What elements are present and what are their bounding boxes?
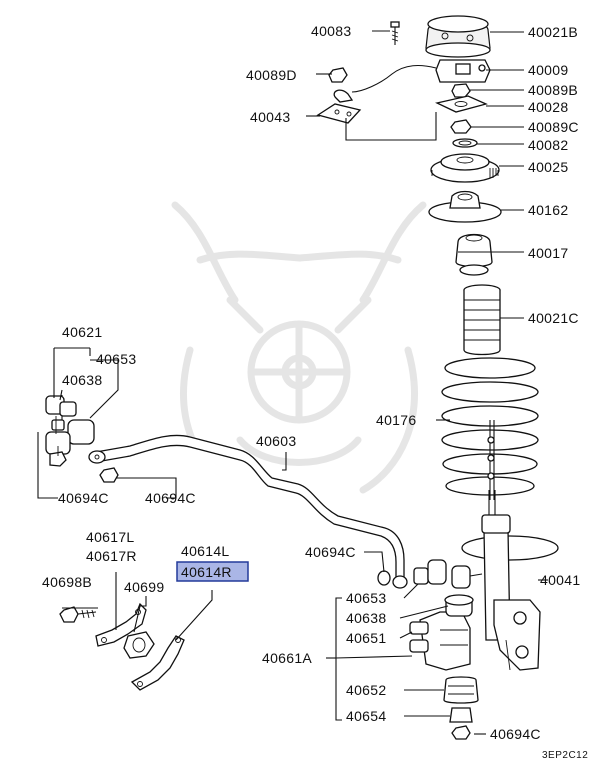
label-40621[interactable]: 40621 [62,324,102,340]
label-40638-bot[interactable]: 40638 [346,610,386,626]
coil-spring-40176[interactable] [441,357,539,500]
highlight-40614R [176,561,249,582]
bump-stopper-40017[interactable] [455,233,493,276]
upper-insulator-40009[interactable] [351,59,491,93]
label-40176[interactable]: 40176 [376,412,416,428]
bracket-40614[interactable] [130,635,185,691]
link-set-40661A[interactable] [377,559,483,740]
label-40614L[interactable]: 40614L [181,543,230,559]
label-40651[interactable]: 40651 [346,630,386,646]
nut-40089B[interactable] [451,83,471,98]
part-labels: 40083 40021B 40089D 40009 40089B 40043 4… [42,23,588,761]
label-40699[interactable]: 40699 [124,579,164,595]
label-40043[interactable]: 40043 [250,109,290,125]
spring-seat-40025[interactable] [430,153,500,183]
bracket-40043[interactable] [316,89,362,124]
label-40694C-right[interactable]: 40694C [305,544,356,560]
dust-cap-40021B[interactable] [425,15,491,58]
label-40021B[interactable]: 40021B [528,24,578,40]
label-40652[interactable]: 40652 [346,682,386,698]
label-40028[interactable]: 40028 [528,99,568,115]
bearing-40082[interactable] [452,138,478,148]
nut-40089D[interactable] [328,67,348,83]
strut-mount-assembly [316,15,559,671]
label-40017[interactable]: 40017 [528,245,568,261]
label-40089C[interactable]: 40089C [528,119,579,135]
label-40021C[interactable]: 40021C [528,310,579,326]
nut-40089C[interactable] [450,119,472,134]
washer-40028[interactable] [435,95,488,113]
label-40603[interactable]: 40603 [256,433,296,449]
insulator-40162[interactable] [428,190,502,223]
label-40083[interactable]: 40083 [311,23,351,39]
label-40614R[interactable]: 40614R [181,564,232,580]
bolt-40698B[interactable] [59,606,97,623]
label-40025[interactable]: 40025 [528,159,568,175]
label-40617R[interactable]: 40617R [86,548,137,564]
label-40698B[interactable]: 40698B [42,574,92,590]
link-set-40621[interactable] [45,395,95,467]
label-40638-top[interactable]: 40638 [62,372,102,388]
nut-40694C-bar[interactable] [99,467,119,483]
label-40041[interactable]: 40041 [540,572,580,588]
label-40694C-bottom[interactable]: 40694C [490,726,541,742]
bushing-40699[interactable] [123,631,155,659]
label-40694C-mid[interactable]: 40694C [145,490,196,506]
label-40653-bot[interactable]: 40653 [346,590,386,606]
label-40617L[interactable]: 40617L [86,529,135,545]
label-40654[interactable]: 40654 [346,708,386,724]
label-40089B[interactable]: 40089B [528,82,578,98]
bracket-40617[interactable] [95,602,147,647]
strut-40041[interactable] [461,490,559,671]
label-40661A[interactable]: 40661A [262,650,312,666]
stabilizer-bar-40603[interactable] [88,434,408,589]
label-40089D[interactable]: 40089D [246,67,297,83]
bolt-40083[interactable] [390,21,400,45]
label-40694C-left[interactable]: 40694C [58,490,109,506]
diagram-code: 3EP2C12 [542,750,588,761]
leader-lines [37,30,548,735]
label-40009[interactable]: 40009 [528,62,568,78]
dust-boot-40021C[interactable] [463,284,501,356]
label-40653-top[interactable]: 40653 [96,351,136,367]
label-40162[interactable]: 40162 [528,202,568,218]
label-40082[interactable]: 40082 [528,137,568,153]
